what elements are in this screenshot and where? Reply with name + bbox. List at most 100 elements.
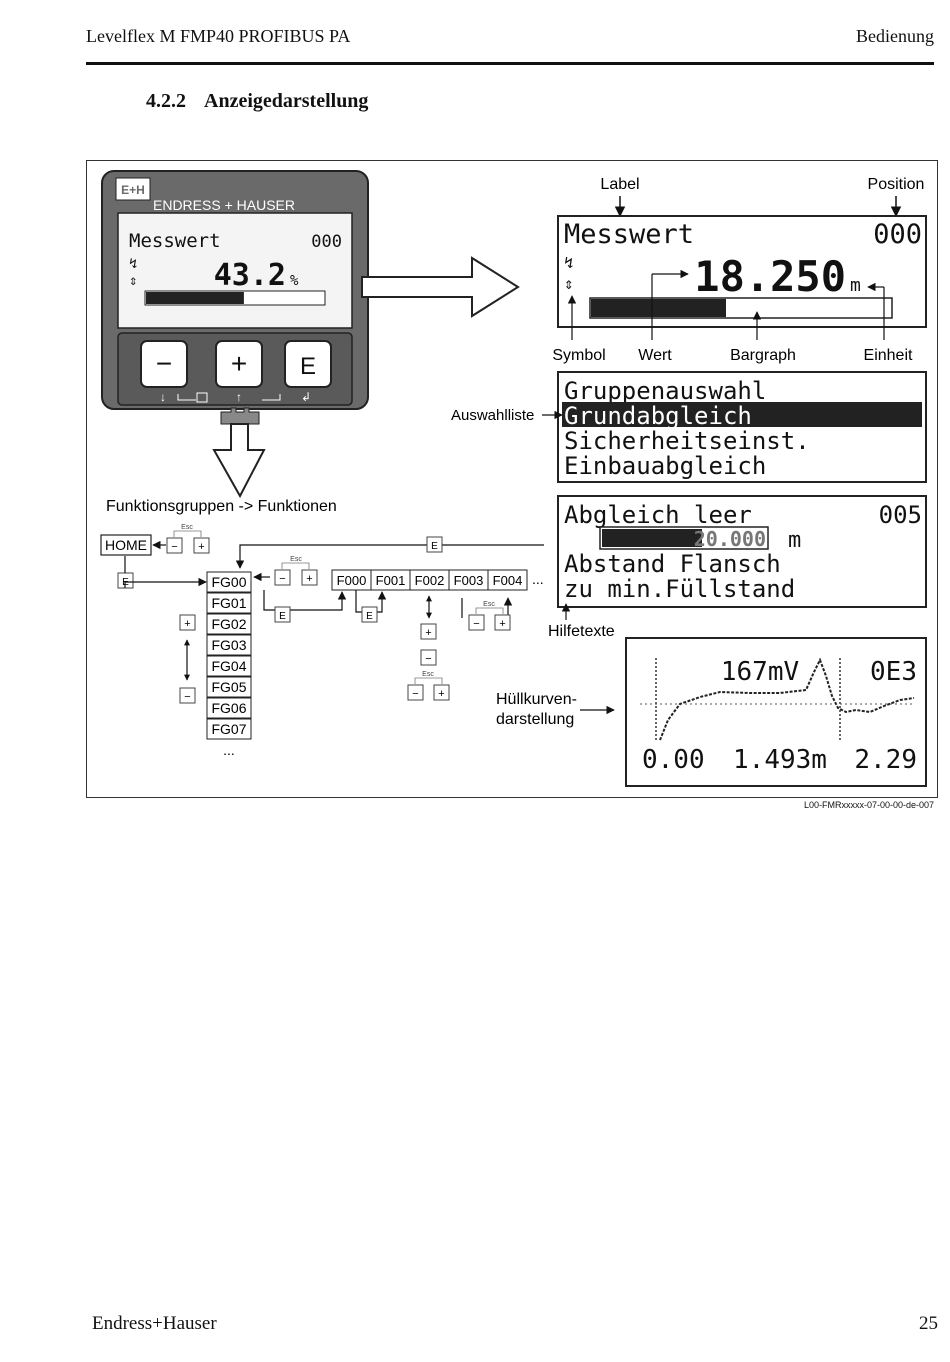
function-group-box[interactable] bbox=[206, 571, 252, 593]
help-text-position: 005 bbox=[879, 501, 922, 529]
nav-e-key-3: E bbox=[279, 611, 286, 622]
plus-key-label: + bbox=[231, 348, 247, 379]
function-label: F001 bbox=[376, 573, 406, 588]
selection-list-item[interactable]: Sicherheitseinst. bbox=[564, 427, 810, 455]
function-label: F004 bbox=[493, 573, 523, 588]
annotation-help-texts: Hilfetexte bbox=[548, 623, 615, 640]
arrow-down-icon: ↓ bbox=[160, 390, 166, 404]
nav-minus-key-2: − bbox=[184, 691, 190, 703]
function-group-label: FG05 bbox=[211, 679, 246, 695]
nav-plus-key-4: + bbox=[425, 627, 431, 639]
key-symbols: ↓ ↑ ↲ bbox=[160, 390, 311, 404]
nav-esc-label-4: Esc bbox=[483, 601, 495, 608]
section-title: Anzeigedarstellung bbox=[204, 90, 369, 112]
arrow-up-icon: ↑ bbox=[236, 390, 242, 404]
annotation-envelope-1: Hüllkurven- bbox=[496, 691, 577, 708]
annotation-bargraph: Bargraph bbox=[730, 347, 796, 364]
function-group-label: FG07 bbox=[211, 721, 246, 737]
function-group-box[interactable] bbox=[206, 718, 252, 740]
big-arrow-down bbox=[212, 423, 266, 499]
main-display-value: 18.250 bbox=[694, 252, 846, 301]
nav-minus-key-3: − bbox=[279, 573, 285, 585]
envelope-display bbox=[625, 637, 927, 787]
envelope-bottom-right: 2.29 bbox=[854, 745, 917, 775]
enter-return-icon: ↲ bbox=[301, 390, 311, 404]
minus-key-label: − bbox=[156, 348, 172, 379]
function-group-label: FG02 bbox=[211, 616, 246, 632]
header-rule bbox=[86, 62, 934, 65]
main-display-symbol: ↯ bbox=[564, 253, 574, 272]
envelope-top-center: 167mV bbox=[721, 657, 799, 687]
function-group-box[interactable] bbox=[206, 655, 252, 677]
minus-key[interactable]: − bbox=[140, 340, 188, 388]
function-list-more: ... bbox=[532, 571, 544, 587]
nav-esc-label: Esc bbox=[181, 524, 193, 531]
function-group-box[interactable] bbox=[206, 592, 252, 614]
nav-e-key-2: E bbox=[431, 541, 438, 552]
nav-e-key-4: E bbox=[366, 611, 373, 622]
envelope-bottom-center: 1.493m bbox=[733, 745, 827, 775]
function-group-label: FG01 bbox=[211, 595, 246, 611]
help-text-value: 20.000 bbox=[694, 527, 766, 551]
help-text-line-4: zu min.Füllstand bbox=[564, 575, 795, 603]
annotation-value: Wert bbox=[638, 347, 672, 364]
device-lcd-unit: % bbox=[290, 273, 299, 289]
nav-esc-label-2: Esc bbox=[290, 556, 302, 563]
navigation-caption: Funktionsgruppen -> Funktionen bbox=[106, 498, 337, 515]
device-lcd bbox=[117, 212, 353, 329]
nav-plus-key-3: + bbox=[306, 573, 312, 585]
function-group-box[interactable] bbox=[206, 697, 252, 719]
header-document-title: Levelflex M FMP40 PROFIBUS PA bbox=[86, 26, 351, 46]
escape-key-icon bbox=[196, 392, 208, 403]
device-lcd-symbol-2: ⇕ bbox=[129, 273, 137, 289]
selection-list-highlight bbox=[562, 402, 922, 427]
envelope-top-right: 0E3 bbox=[870, 657, 917, 687]
function-label: F003 bbox=[454, 573, 484, 588]
connector-plug bbox=[220, 407, 260, 425]
header-chapter: Bedienung bbox=[856, 26, 934, 46]
function-group-box[interactable] bbox=[206, 634, 252, 656]
figure-code: L00-FMRxxxxx-07-00-00-de-007 bbox=[803, 800, 934, 810]
nav-minus-key-5: − bbox=[412, 688, 418, 700]
footer-company: Endress+Hauser bbox=[92, 1313, 217, 1334]
figure-frame bbox=[86, 160, 938, 798]
selection-list-header: Gruppenauswahl bbox=[564, 377, 766, 405]
help-text-line-3: Abstand Flansch bbox=[564, 550, 781, 578]
selection-list-item-selected[interactable]: Grundabgleich bbox=[564, 402, 752, 430]
nav-minus-key: − bbox=[171, 541, 177, 553]
device-lcd-label: Messwert bbox=[129, 230, 221, 252]
plus-key[interactable]: + bbox=[215, 340, 263, 388]
function-group-box[interactable] bbox=[206, 676, 252, 698]
nav-plus-key-5: + bbox=[438, 688, 444, 700]
nav-esc-label-3: Esc bbox=[422, 671, 434, 678]
brand-name: ENDRESS + HAUSER bbox=[153, 197, 295, 213]
function-label: F000 bbox=[337, 573, 367, 588]
main-display-position: 000 bbox=[873, 219, 922, 250]
home-box[interactable] bbox=[100, 534, 152, 556]
enter-key-label: E bbox=[300, 353, 316, 380]
brand-logo-text: E+H bbox=[121, 183, 145, 197]
big-arrow-right bbox=[361, 256, 520, 318]
function-group-box[interactable] bbox=[206, 613, 252, 635]
function-group-label: FG06 bbox=[211, 700, 246, 716]
nav-plus-key-6: + bbox=[499, 618, 505, 630]
annotation-position: Position bbox=[868, 176, 925, 193]
enter-key[interactable]: E bbox=[284, 340, 332, 388]
selection-list-item[interactable]: Einbauabgleich bbox=[564, 452, 766, 480]
main-display-label: Messwert bbox=[564, 219, 694, 250]
function-group-more: ... bbox=[223, 742, 235, 758]
annotation-envelope-2: darstellung bbox=[496, 711, 574, 728]
function-group-label: FG04 bbox=[211, 658, 246, 674]
home-label: HOME bbox=[105, 537, 147, 553]
nav-minus-key-4: − bbox=[425, 653, 431, 665]
function-group-label: FG00 bbox=[211, 574, 246, 590]
device-lcd-position: 000 bbox=[311, 232, 342, 252]
nav-minus-key-6: − bbox=[473, 618, 479, 630]
function-group-label: FG03 bbox=[211, 637, 246, 653]
annotation-unit: Einheit bbox=[864, 347, 913, 364]
envelope-bottom-left: 0.00 bbox=[642, 745, 705, 775]
device-lcd-bargraph-fill bbox=[146, 292, 244, 304]
section-number: 4.2.2 bbox=[146, 90, 186, 112]
